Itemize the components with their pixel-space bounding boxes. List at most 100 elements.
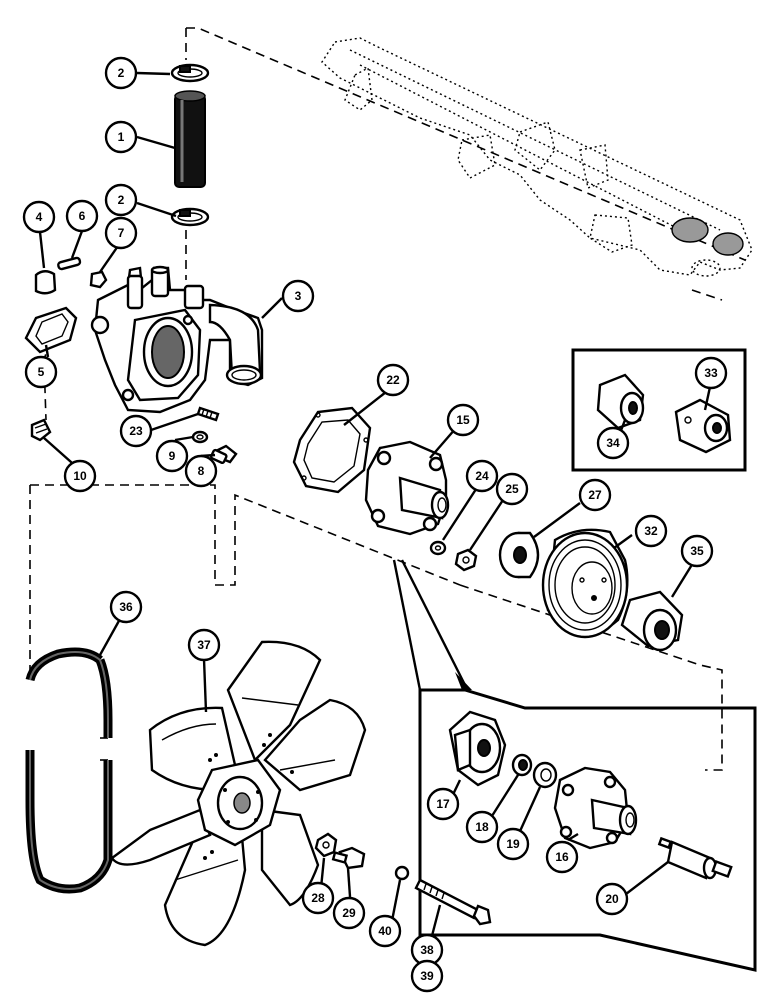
svg-text:8: 8	[198, 464, 205, 478]
water-pump-housing	[90, 265, 264, 414]
callout-40: 40	[368, 914, 402, 948]
callout-3: 3	[281, 279, 315, 313]
svg-text:3: 3	[295, 289, 302, 303]
svg-text:25: 25	[505, 482, 519, 496]
gasket-part-22	[292, 406, 372, 494]
bolt-part-29	[331, 846, 366, 870]
svg-text:6: 6	[79, 209, 86, 223]
callout-16: 16	[545, 840, 579, 874]
adapter-part-33	[674, 398, 732, 454]
hose-clamp-upper	[170, 63, 210, 83]
seal-part-19	[532, 761, 558, 789]
svg-text:18: 18	[475, 820, 489, 834]
stud-part-23	[196, 406, 220, 422]
svg-text:7: 7	[118, 226, 125, 240]
svg-text:34: 34	[606, 436, 620, 450]
spacer-part-35	[620, 590, 684, 652]
svg-text:10: 10	[73, 469, 87, 483]
svg-text:2: 2	[118, 193, 125, 207]
callout-35: 35	[680, 534, 714, 568]
callout-10: 10	[63, 459, 97, 493]
callout-25: 25	[495, 472, 529, 506]
callout-36: 36	[109, 590, 143, 624]
hose	[174, 90, 206, 188]
svg-text:2: 2	[118, 66, 125, 80]
callout-2-lower: 2	[104, 183, 138, 217]
pump-body-part-15	[364, 440, 450, 536]
svg-text:16: 16	[555, 850, 569, 864]
washer-part-9	[191, 430, 209, 444]
callout-23: 23	[119, 414, 153, 448]
callout-20: 20	[595, 882, 629, 916]
svg-text:35: 35	[690, 544, 704, 558]
callout-28: 28	[301, 881, 335, 915]
callout-6: 6	[65, 199, 99, 233]
callout-8: 8	[184, 454, 218, 488]
svg-text:24: 24	[475, 469, 489, 483]
callout-34: 34	[596, 426, 630, 460]
callout-33: 33	[694, 356, 728, 390]
svg-text:19: 19	[506, 837, 520, 851]
callout-18: 18	[465, 810, 499, 844]
pump-body-part-16	[553, 766, 638, 850]
callout-22: 22	[376, 363, 410, 397]
fitting-part-10	[30, 418, 52, 442]
callout-17: 17	[426, 787, 460, 821]
svg-text:40: 40	[378, 924, 392, 938]
callout-15: 15	[446, 403, 480, 437]
shaft-part-20	[657, 836, 733, 880]
callout-27: 27	[578, 478, 612, 512]
nut-part-25	[454, 548, 478, 572]
detail-frame	[392, 559, 757, 972]
svg-text:17: 17	[436, 797, 450, 811]
pulley-part-32	[541, 528, 629, 639]
gasket-part-5	[24, 306, 78, 354]
svg-text:29: 29	[342, 906, 356, 920]
seal-part-18	[511, 753, 533, 777]
svg-text:33: 33	[704, 366, 718, 380]
callout-1: 1	[104, 120, 138, 154]
bolt-part-38	[414, 878, 492, 926]
svg-text:5: 5	[38, 365, 45, 379]
callout-38: 38	[410, 933, 444, 967]
callout-2-upper: 2	[104, 56, 138, 90]
assembly-outlines	[29, 27, 746, 800]
washer-part-40	[394, 865, 410, 881]
svg-text:15: 15	[456, 413, 470, 427]
svg-text:22: 22	[386, 373, 400, 387]
manifold-phantom	[321, 37, 753, 277]
callout-7: 7	[104, 216, 138, 250]
svg-text:20: 20	[605, 892, 619, 906]
svg-text:36: 36	[119, 600, 133, 614]
svg-text:37: 37	[197, 638, 211, 652]
callout-4: 4	[22, 200, 56, 234]
svg-text:9: 9	[169, 449, 176, 463]
nut-part-7	[89, 270, 108, 289]
svg-text:23: 23	[129, 424, 143, 438]
washer-part-24	[429, 540, 447, 556]
plug-part-4	[34, 270, 57, 295]
bolt-part-8	[210, 444, 238, 465]
callout-19: 19	[496, 827, 530, 861]
svg-text:28: 28	[311, 891, 325, 905]
hose-clamp-lower	[170, 207, 210, 227]
svg-text:4: 4	[36, 210, 43, 224]
callout-5: 5	[24, 355, 58, 389]
callout-39: 39	[410, 959, 444, 993]
svg-text:1: 1	[118, 130, 125, 144]
callout-24: 24	[465, 459, 499, 493]
svg-text:38: 38	[420, 943, 434, 957]
pin-part-6	[57, 256, 82, 271]
svg-text:27: 27	[588, 488, 602, 502]
belt-part-36	[25, 647, 113, 894]
svg-text:39: 39	[420, 969, 434, 983]
callout-32: 32	[634, 514, 668, 548]
impeller-part-17	[448, 710, 507, 787]
spacer-part-34	[596, 373, 645, 430]
callout-29: 29	[332, 896, 366, 930]
fan-part-37	[110, 640, 367, 947]
nut-part-28	[314, 832, 338, 858]
callout-37: 37	[187, 628, 221, 662]
hub-part-27	[498, 531, 540, 579]
